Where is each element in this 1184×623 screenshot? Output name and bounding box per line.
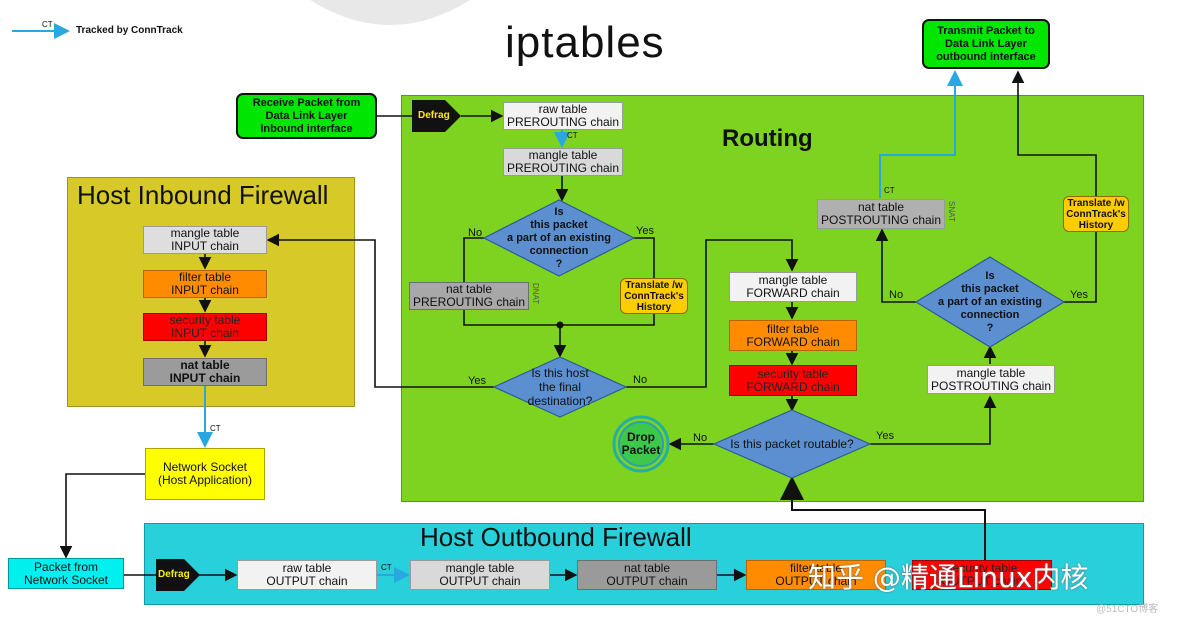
security-forward-box: security table FORWARD chain xyxy=(729,365,857,396)
existing-connection-text-left: Is this packet a part of an existing con… xyxy=(507,205,611,270)
legend-ct-label: CT xyxy=(42,20,53,29)
mangle-prerouting-box: mangle table PREROUTING chain xyxy=(503,148,623,176)
yes-label-3: Yes xyxy=(876,430,894,442)
yes-label-2: Yes xyxy=(468,375,486,387)
outbound-defrag-label: Defrag xyxy=(158,569,190,580)
nat-postrouting-box: nat table POSTROUTING chain xyxy=(817,199,945,229)
nat-prerouting-box: nat table PREROUTING chain xyxy=(409,282,529,310)
inbound-title: Host Inbound Firewall xyxy=(77,180,329,210)
mangle-output-box: mangle table OUTPUT chain xyxy=(410,560,550,590)
existing-connection-diamond-right xyxy=(914,256,1066,348)
raw-prerouting-box: raw table PREROUTING chain xyxy=(503,102,623,130)
mangle-input-box: mangle table INPUT chain xyxy=(143,226,267,254)
network-socket-box: Network Socket (Host Application) xyxy=(145,448,265,500)
filter-forward-box: filter table FORWARD chain xyxy=(729,320,857,351)
diagram-title: iptables xyxy=(505,18,665,67)
filter-input-box: filter table INPUT chain xyxy=(143,270,267,298)
mangle-postrouting-box: mangle table POSTROUTING chain xyxy=(927,365,1055,394)
drop-packet-text: Drop Packet xyxy=(621,430,661,457)
outbound-title: Host Outbound Firewall xyxy=(420,522,692,552)
final-destination-diamond xyxy=(492,356,628,418)
routable-text: Is this packet routable? xyxy=(730,437,854,451)
yes-label-4: Yes xyxy=(1070,289,1088,301)
nat-input-box: nat table INPUT chain xyxy=(143,358,267,386)
existing-connection-text-right: Is this packet a part of an existing con… xyxy=(938,269,1042,334)
security-input-box: security table INPUT chain xyxy=(143,313,267,341)
transmit-packet-box: Transmit Packet to Data Link Layer outbo… xyxy=(922,19,1050,69)
watermark-brand: 知乎 @精通Linux内核 xyxy=(808,561,1089,594)
nat-output-box: nat table OUTPUT chain xyxy=(577,560,717,590)
ct-label-output: CT xyxy=(381,563,392,572)
mangle-forward-box: mangle table FORWARD chain xyxy=(729,272,857,302)
receive-packet-box: Receive Packet from Data Link Layer Inbo… xyxy=(236,93,377,139)
ct-label-postrouting: CT xyxy=(884,186,895,195)
final-destination-text: Is this host the final destination? xyxy=(527,366,593,408)
legend-text: Tracked by ConnTrack xyxy=(76,25,183,36)
packet-from-socket-box: Packet from Network Socket xyxy=(8,558,124,589)
ct-label-prerouting: CT xyxy=(567,131,578,140)
defrag-label: Defrag xyxy=(418,110,450,121)
translate-right-box: Translate /w ConnTrack's History xyxy=(1063,196,1129,232)
dnat-label: DNAT xyxy=(531,283,540,305)
routing-title: Routing xyxy=(722,125,813,152)
snat-label: SNAT xyxy=(947,201,956,222)
no-label-4: No xyxy=(889,289,904,301)
no-label-2: No xyxy=(633,374,648,386)
raw-output-box: raw table OUTPUT chain xyxy=(237,560,377,590)
no-label-1: No xyxy=(468,227,483,239)
watermark-small: @51CTO博客 xyxy=(1096,604,1159,615)
ct-label-input: CT xyxy=(210,424,221,433)
translate-left-box: Translate /w ConnTrack's History xyxy=(620,278,688,314)
no-label-3: No xyxy=(693,432,708,444)
existing-connection-diamond-left xyxy=(482,199,636,277)
filter-output-box: filter table OUTPUT chain xyxy=(746,560,886,590)
routable-diamond xyxy=(712,409,872,479)
security-output-box: security table OUTPUT chain xyxy=(912,560,1052,590)
yes-label-1: Yes xyxy=(636,225,654,237)
